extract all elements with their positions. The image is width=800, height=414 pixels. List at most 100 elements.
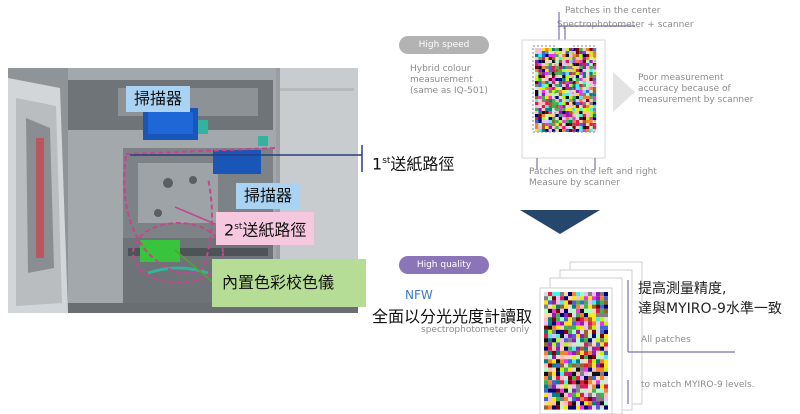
color-patch: [564, 321, 568, 326]
color-patch: [586, 60, 590, 63]
color-patch: [572, 111, 576, 114]
color-patch: [592, 355, 596, 360]
color-patch: [544, 296, 548, 301]
color-patch: [565, 96, 569, 99]
color-patch: [592, 129, 597, 132]
improve-accuracy-line1: 提高測量精度,: [638, 281, 727, 297]
color-patch: [545, 69, 549, 72]
patches-center-label: Patches in the center: [565, 6, 661, 16]
color-patch: [564, 397, 568, 402]
color-patch: [584, 367, 588, 372]
color-patch: [568, 350, 572, 355]
color-patch: [588, 321, 592, 326]
color-patch: [589, 57, 593, 60]
color-patch: [575, 78, 580, 81]
color-patch: [560, 388, 564, 393]
color-patch: [538, 105, 542, 108]
color-patch: [589, 66, 593, 69]
color-patch: [575, 120, 580, 123]
color-patch: [604, 367, 608, 372]
match-myiro-label: to match MYIRO-9 levels.: [641, 380, 755, 390]
color-patch: [568, 296, 572, 301]
color-patch: [575, 54, 580, 57]
color-patch: [604, 346, 608, 351]
color-patch: [558, 78, 563, 81]
color-patch: [584, 363, 588, 368]
color-patch: [565, 75, 569, 78]
color-patch: [586, 96, 590, 99]
color-patch: [552, 405, 556, 410]
color-patch: [576, 371, 580, 376]
color-patch: [556, 292, 560, 297]
color-patch: [552, 313, 556, 318]
color-patch: [580, 350, 584, 355]
color-patch: [586, 120, 590, 123]
color-patch: [555, 108, 559, 111]
color-patch: [556, 371, 560, 376]
color-patch: [556, 359, 560, 364]
color-patch: [552, 72, 556, 75]
color-patch: [582, 126, 586, 129]
color-patch: [560, 313, 564, 318]
color-patch: [576, 300, 580, 305]
color-patch: [548, 296, 552, 301]
color-patch: [562, 57, 566, 60]
color-patch: [558, 93, 563, 96]
color-patch: [548, 392, 552, 397]
color-patch: [544, 329, 548, 334]
color-patch: [538, 87, 542, 90]
color-patch: [579, 114, 583, 117]
color-patch: [582, 84, 586, 87]
color-patch: [538, 129, 542, 132]
color-patch: [596, 292, 600, 297]
color-patch: [558, 90, 563, 93]
color-patch: [592, 313, 596, 318]
color-patch: [535, 129, 539, 132]
color-patch: [562, 99, 566, 102]
color-patch: [545, 111, 549, 114]
color-patch: [556, 376, 560, 381]
color-patch: [562, 81, 566, 84]
color-patch: [538, 60, 542, 63]
color-patch: [555, 81, 559, 84]
color-patch: [584, 317, 588, 322]
color-patch: [565, 90, 569, 93]
color-patch: [592, 90, 597, 93]
color-patch: [569, 54, 573, 57]
color-patch: [582, 54, 586, 57]
color-patch: [558, 96, 563, 99]
color-patch: [604, 371, 608, 376]
color-patch: [562, 126, 566, 129]
color-patch: [562, 54, 566, 57]
color-patch: [552, 51, 556, 54]
color-patch: [548, 54, 552, 57]
path2-text: 送紙路徑: [242, 220, 307, 240]
color-patch: [588, 296, 592, 301]
color-patch: [564, 359, 568, 364]
improve-accuracy-line2: 達與MYIRO-9水準一致: [638, 301, 782, 317]
color-patch: [584, 359, 588, 364]
color-patch: [575, 66, 580, 69]
color-patch: [589, 93, 593, 96]
color-patch: [576, 334, 580, 339]
color-patch: [560, 334, 564, 339]
color-patch: [569, 96, 573, 99]
color-patch: [589, 120, 593, 123]
color-patch: [579, 72, 583, 75]
color-patch: [558, 75, 563, 78]
color-patch: [572, 90, 576, 93]
color-patch: [592, 69, 597, 72]
color-patch: [560, 346, 564, 351]
color-patch: [552, 371, 556, 376]
color-patch: [604, 329, 608, 334]
color-patch: [538, 51, 542, 54]
color-patch: [586, 63, 590, 66]
color-patch: [572, 51, 576, 54]
color-patch: [592, 405, 596, 410]
color-patch: [582, 114, 586, 117]
color-patch: [572, 81, 576, 84]
color-patch: [564, 401, 568, 406]
color-patch: [552, 346, 556, 351]
color-patch: [588, 405, 592, 410]
color-patch: [600, 397, 604, 402]
